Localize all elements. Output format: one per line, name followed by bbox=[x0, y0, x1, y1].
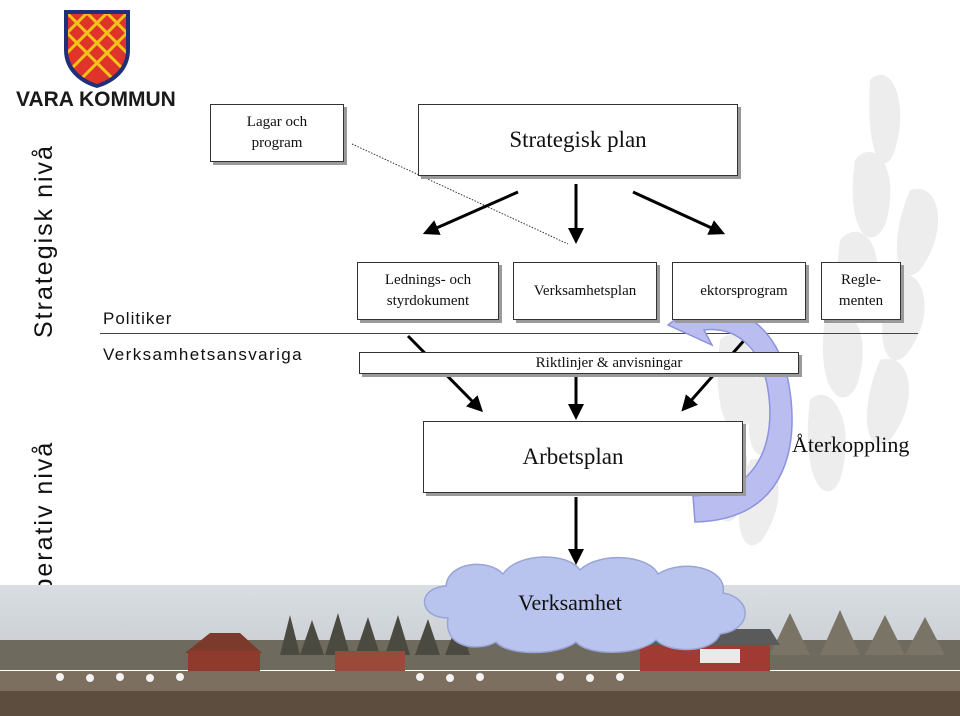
business-plan-box: Verksamhetsplan bbox=[513, 262, 657, 320]
operations-label: Verksamhet bbox=[518, 590, 622, 615]
level-divider bbox=[100, 333, 918, 334]
managers-label: Verksamhetsansvariga bbox=[103, 345, 303, 364]
guidelines-text: Riktlinjer & anvisningar bbox=[535, 354, 683, 371]
laws-and-programs-box: Lagar och program bbox=[210, 104, 344, 162]
strategic-plan-text: Strategisk plan bbox=[509, 127, 647, 152]
regulations-box: Regle- menten bbox=[821, 262, 901, 320]
laws-link-line bbox=[351, 143, 569, 245]
sector-program-text: ektorsprogram bbox=[700, 282, 788, 299]
regulations-text: Regle- menten bbox=[838, 272, 884, 309]
municipality-crest-icon bbox=[64, 10, 130, 88]
operations-cloud bbox=[423, 556, 746, 654]
arrow-to-sector-program bbox=[632, 190, 726, 235]
laws-and-programs-text: Lagar och program bbox=[246, 114, 308, 151]
work-plan-text: Arbetsplan bbox=[522, 444, 624, 469]
steering-docs-box: Lednings- och styrdokument bbox=[357, 262, 499, 320]
politicians-label: Politiker bbox=[103, 309, 173, 328]
work-plan-box: Arbetsplan bbox=[423, 421, 743, 493]
arrow-to-steering-docs bbox=[422, 190, 519, 235]
sector-program-box: ektorsprogram bbox=[672, 262, 806, 320]
guidelines-box: Riktlinjer & anvisningar bbox=[359, 352, 799, 374]
steering-docs-text: Lednings- och styrdokument bbox=[384, 272, 472, 309]
feedback-label: Återkoppling bbox=[792, 432, 910, 457]
business-plan-text: Verksamhetsplan bbox=[533, 282, 637, 299]
municipality-name: VARA KOMMUN bbox=[16, 88, 176, 111]
strategic-plan-box: Strategisk plan bbox=[418, 104, 738, 176]
